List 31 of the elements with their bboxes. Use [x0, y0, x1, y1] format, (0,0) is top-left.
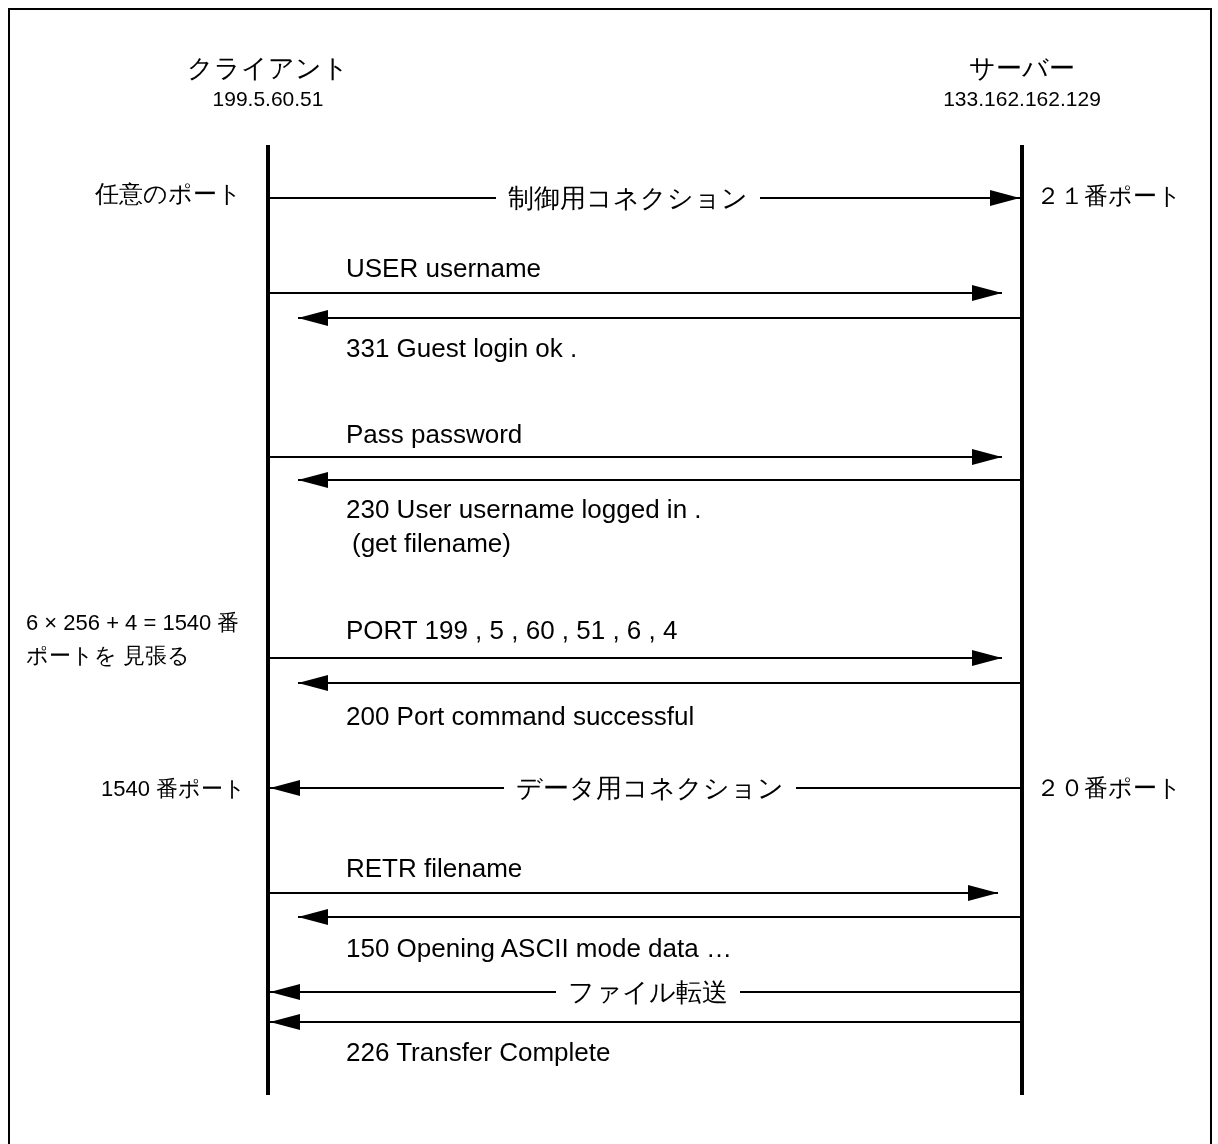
message-arrow: [297, 310, 1021, 326]
message-arrow: [297, 472, 1021, 488]
port-label: ２０番ポート: [1036, 773, 1182, 803]
message-arrow: [269, 285, 1003, 301]
message-arrow: [269, 650, 1003, 666]
edge-label: データ用コネクション: [504, 773, 796, 803]
edge-label: ファイル転送: [556, 977, 740, 1007]
edge-label: 331 Guest login ok .: [346, 333, 578, 363]
message-arrow: [269, 449, 1003, 465]
note-text: (get filename): [352, 527, 511, 560]
message-arrow: [269, 885, 999, 901]
ip-address: 199.5.60.51: [211, 86, 325, 112]
port-label: 任意のポート: [95, 179, 242, 209]
edge-label: 230 User username logged in .: [346, 494, 702, 524]
ip-address: 133.162.162.129: [942, 86, 1102, 112]
edge-label: Pass password: [346, 419, 523, 449]
edge-label: RETR filename: [346, 853, 523, 883]
message-arrow: [269, 1014, 1021, 1030]
edge-label: USER username: [346, 253, 542, 283]
edge-label: 200 Port command successful: [346, 701, 695, 731]
message-arrow: [297, 675, 1021, 691]
participant-name: クライアント: [186, 52, 350, 84]
port-label: ２１番ポート: [1036, 181, 1182, 211]
port-note: 6 × 256 + 4 = 1540 番ポートを 見張る: [26, 609, 241, 670]
edge-label: 制御用コネクション: [496, 183, 760, 213]
edge-label: PORT 199 , 5 , 60 , 51 , 6 , 4: [346, 615, 678, 645]
port-label: 1540 番ポート: [100, 775, 246, 803]
edge-label: 150 Opening ASCII mode data …: [346, 933, 732, 963]
message-arrow: [297, 909, 1021, 925]
edge-label: 226 Transfer Complete: [346, 1037, 611, 1067]
participant-name: サーバー: [968, 52, 1076, 84]
